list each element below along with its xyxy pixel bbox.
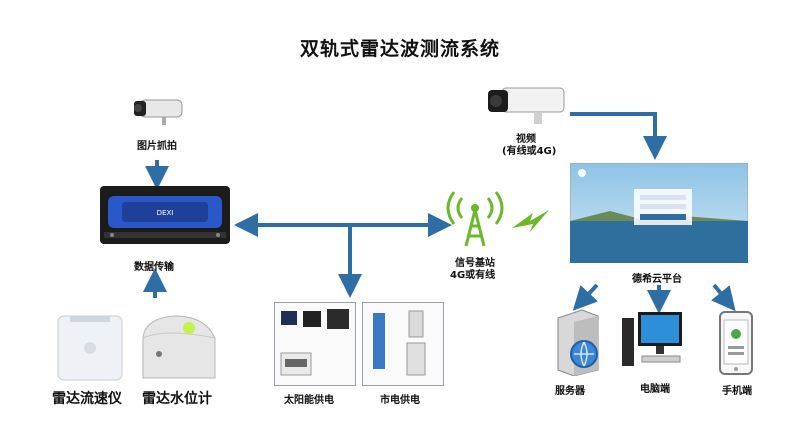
label-radar-flow-meter: 雷达流速仪 <box>52 391 122 407</box>
arrow-cloud-to-mobile <box>711 283 736 312</box>
diagram-title: 双轨式雷达波测流系统 <box>299 38 500 60</box>
server-icon <box>557 309 599 376</box>
label-camera-capture: 图片抓拍 <box>137 141 177 152</box>
label-solar-power: 太阳能供电 <box>284 395 334 406</box>
data-transmission-device: DEXI <box>100 186 230 244</box>
arrow-video-to-cloud <box>570 112 667 160</box>
solar-power-panel <box>274 302 356 386</box>
mains-power-panel <box>362 302 444 386</box>
label-mains-power: 市电供电 <box>380 395 420 406</box>
radar-flow-meter-icon <box>57 315 123 381</box>
desktop-computer-icon <box>622 312 682 366</box>
label-base-station-line1: 信号基站 <box>455 258 495 269</box>
label-pc: 电脑端 <box>640 384 670 395</box>
signal-tower-icon <box>446 191 504 247</box>
radar-level-meter-icon <box>142 315 216 379</box>
label-base-station-line2: 4G或有线 <box>450 270 496 281</box>
label-cloud-platform: 德希云平台 <box>632 274 682 285</box>
arrow-cloud-to-server <box>572 283 599 311</box>
video-camera-icon <box>488 87 565 124</box>
cloud-platform-screen <box>570 163 748 263</box>
mobile-phone-icon <box>719 311 753 375</box>
label-video-line2: (有线或4G) <box>502 146 557 157</box>
label-video-line1: 视频 <box>516 134 536 145</box>
label-mobile: 手机端 <box>722 386 752 397</box>
bullet-camera-icon <box>134 99 183 125</box>
lightning-link-icon <box>512 210 549 232</box>
label-server: 服务器 <box>555 386 585 397</box>
device-brand-text: DEXI <box>157 209 174 217</box>
label-radar-level-meter: 雷达水位计 <box>142 391 212 407</box>
label-data-transmission: 数据传输 <box>134 262 174 273</box>
